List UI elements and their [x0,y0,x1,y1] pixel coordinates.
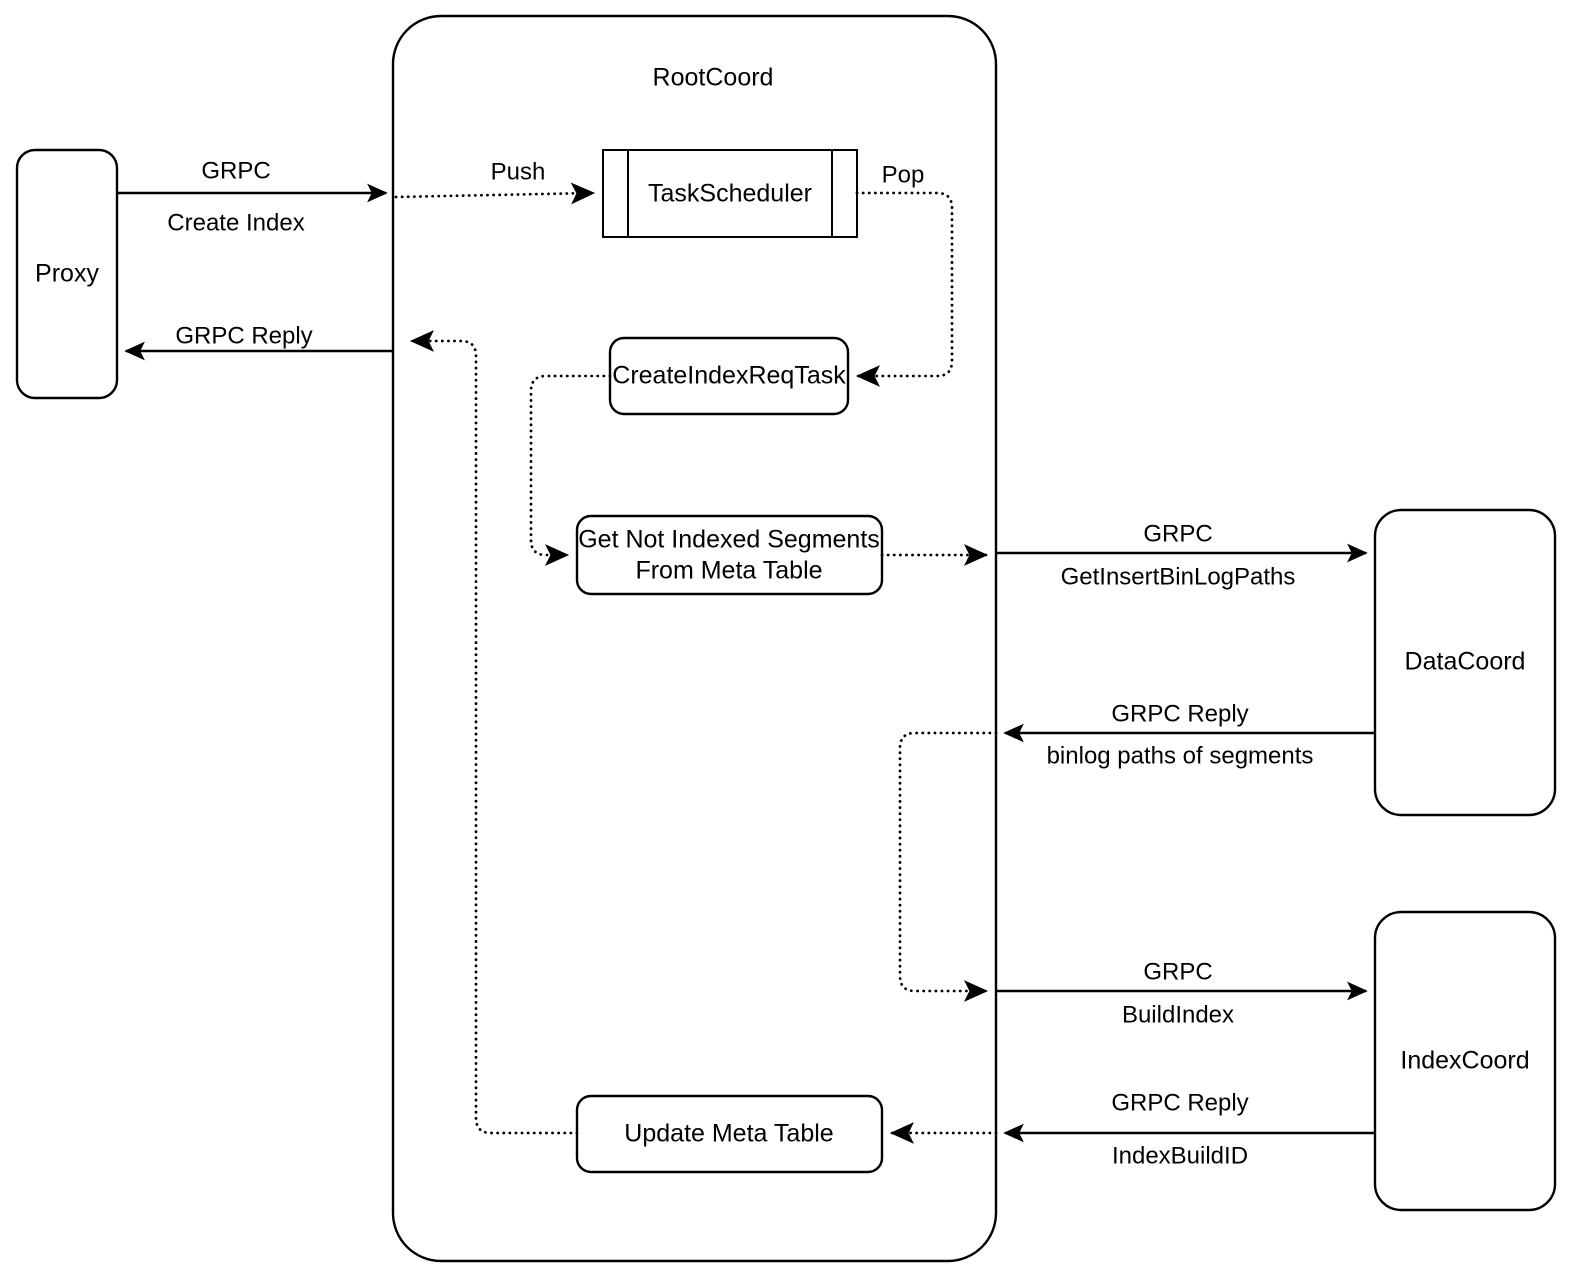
edge-indexcoord-reply-label-above: GRPC Reply [1111,1089,1248,1116]
container-rootcoord: RootCoord [391,14,998,1263]
edge-push-to-task-scheduler: Push [394,158,596,205]
edge-get-segments-to-datacoord-label-above: GRPC [1143,520,1212,547]
node-proxy[interactable]: Proxy [15,148,119,400]
edge-rootcoord-to-proxy: GRPC Reply [124,322,393,361]
node-create-index-req-task[interactable]: CreateIndexReqTask [608,336,850,416]
get-not-indexed-segments-label-line1: Get Not Indexed Segments [578,526,880,554]
edge-datacoord-reply: GRPC Reply binlog paths of segments [1003,700,1375,769]
edge-update-meta-table-to-reply [409,330,579,1135]
task-scheduler-label: TaskScheduler [648,180,812,208]
edge-rootcoord-to-indexcoord-label-below: BuildIndex [1122,1001,1234,1028]
node-get-not-indexed-segments[interactable]: Get Not Indexed Segments From Meta Table [575,514,884,596]
edge-get-segments-to-datacoord: GRPC GetInsertBinLogPaths [996,520,1368,590]
get-not-indexed-segments-label-line2: From Meta Table [635,557,822,585]
edge-push-label: Push [491,158,546,185]
edge-push-line [394,182,596,205]
rootcoord-boundary [391,14,998,1263]
edge-rootcoord-to-indexcoord-label-above: GRPC [1143,958,1212,985]
create-index-req-task-label: CreateIndexReqTask [612,362,846,390]
node-indexcoord[interactable]: IndexCoord [1373,910,1557,1212]
edge-proxy-to-rootcoord-label-below: Create Index [167,209,304,236]
edge-pop-label: Pop [882,161,925,188]
proxy-box[interactable] [15,148,119,400]
edge-rootcoord-to-indexcoord: GRPC BuildIndex [996,958,1368,1028]
datacoord-label: DataCoord [1405,648,1526,676]
edge-create-index-req-task-to-get-segments [529,374,612,566]
edge-binlog-to-buildindex-connector [898,731,998,1002]
edge-pop-to-create-index-req-task: Pop [855,161,954,387]
datacoord-box[interactable] [1373,508,1557,817]
node-datacoord[interactable]: DataCoord [1373,508,1557,817]
node-task-scheduler[interactable]: TaskScheduler [602,149,858,238]
edge-rootcoord-to-proxy-label-above: GRPC Reply [175,322,312,349]
edge-indexcoord-reply: GRPC Reply IndexBuildID [1003,1089,1375,1169]
indexcoord-label: IndexCoord [1400,1047,1529,1075]
proxy-label: Proxy [35,260,99,288]
edge-binlog-to-buildindex-connector-line [898,731,998,1002]
update-meta-table-label: Update Meta Table [624,1120,833,1148]
edge-proxy-to-rootcoord: GRPC Create Index [117,157,388,236]
edge-update-meta-table-to-reply-line [409,330,579,1135]
edge-datacoord-reply-label-above: GRPC Reply [1111,700,1248,727]
edge-pop-line [855,191,954,387]
indexcoord-box[interactable] [1373,910,1557,1212]
edge-proxy-to-rootcoord-label-above: GRPC [201,157,270,184]
rootcoord-label: RootCoord [653,64,774,92]
edge-datacoord-reply-label-below: binlog paths of segments [1047,742,1314,769]
node-update-meta-table[interactable]: Update Meta Table [575,1094,884,1174]
edge-indexcoord-reply-label-below: IndexBuildID [1112,1142,1248,1169]
edge-get-segments-to-datacoord-label-below: GetInsertBinLogPaths [1061,563,1296,590]
edge-create-index-req-task-to-get-segments-line [529,374,612,566]
